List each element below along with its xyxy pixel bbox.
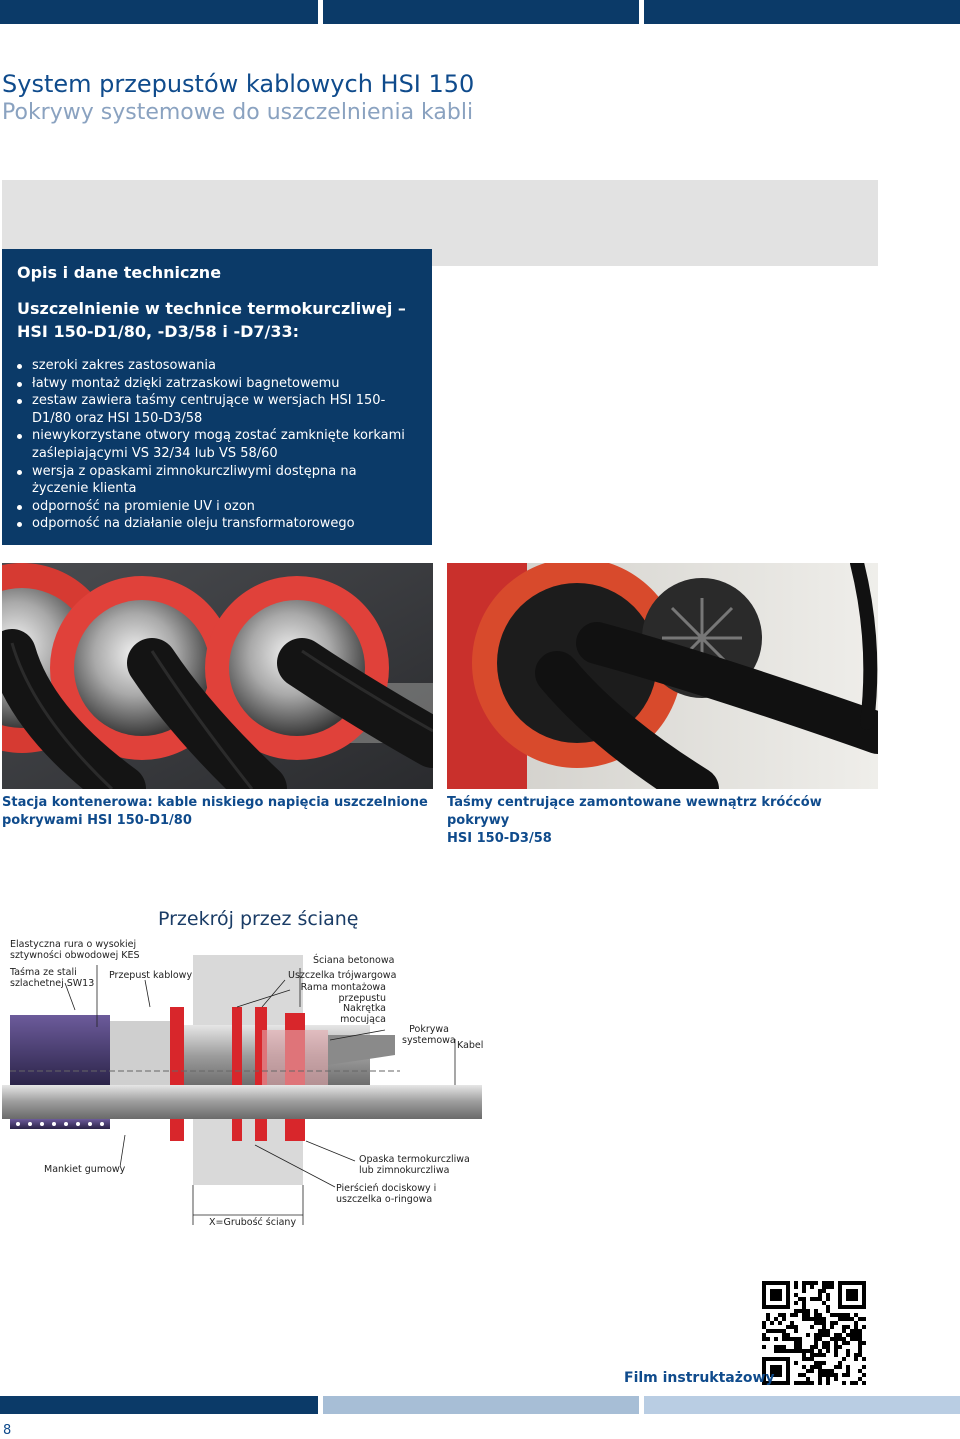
- label-shrink-band: Opaska termokurczliwa lub zimnokurczliwa: [359, 1154, 470, 1176]
- photo-container-centering-tapes: [447, 563, 878, 789]
- page-subtitle: Pokrywy systemowe do uszczelnienia kabli: [2, 100, 474, 125]
- feature-list: szeroki zakres zastosowania łatwy montaż…: [17, 357, 417, 533]
- qr-code[interactable]: [762, 1281, 866, 1385]
- feature-item: wersja z opaskami zimnokurczliwymi dostę…: [17, 463, 417, 498]
- bottom-bar-segment-1: [0, 1396, 318, 1414]
- caption-centering-tapes: Taśmy centrujące zamontowane wewnątrz kr…: [447, 795, 822, 846]
- label-kes-pipe: Elastyczna rura o wysokiej sztywności ob…: [10, 939, 140, 961]
- label-fixing-nut: Nakrętka mocująca: [340, 1003, 386, 1025]
- photo-container-station: [2, 563, 433, 789]
- label-concrete-wall: Ściana betonowa: [313, 955, 395, 966]
- bottom-bar-segment-2: [323, 1396, 639, 1414]
- qr-code-graphic: [762, 1281, 866, 1385]
- label-rubber-sleeve: Mankiet gumowy: [44, 1164, 126, 1175]
- top-bar-segment-3: [644, 0, 960, 24]
- label-system-cover: Pokrywa systemowa: [402, 1024, 456, 1046]
- feature-item: niewykorzystane otwory mogą zostać zamkn…: [17, 427, 417, 462]
- video-link[interactable]: Film instruktażowy: [624, 1370, 775, 1386]
- feature-item: odporność na działanie oleju transformat…: [17, 515, 417, 533]
- label-cable: Kabel: [457, 1040, 484, 1051]
- top-bar-segment-2: [323, 0, 639, 24]
- caption-station: Stacja kontenerowa: kable niskiego napię…: [2, 795, 428, 828]
- label-cable-entry: Przepust kablowy: [109, 970, 193, 981]
- feature-item: zestaw zawiera taśmy centrujące w wersja…: [17, 392, 417, 427]
- page-title: System przepustów kablowych HSI 150: [2, 70, 475, 98]
- label-triple-lip-seal: Uszczelka trójwargowa: [288, 970, 397, 981]
- feature-item: łatwy montaż dzięki zatrzaskowi bagnetow…: [17, 375, 417, 393]
- wall-cross-section-diagram: [2, 955, 482, 1225]
- info-heading: Opis i dane techniczne: [17, 263, 222, 282]
- label-steel-band: Taśma ze stali szlachetnej SW13: [10, 967, 95, 989]
- info-box: Opis i dane techniczne Uszczelnienie w t…: [2, 249, 432, 545]
- feature-item: odporność na promienie UV i ozon: [17, 498, 417, 516]
- label-pressure-ring: Pierścień dociskowy i uszczelka o-ringow…: [336, 1183, 437, 1205]
- diagram-title: Przekrój przez ścianę: [158, 908, 359, 930]
- label-mounting-frame: Rama montażowa przepustu: [300, 982, 386, 1004]
- top-bar-segment-1: [0, 0, 318, 24]
- feature-item: szeroki zakres zastosowania: [17, 357, 417, 375]
- bottom-bar-segment-3: [644, 1396, 960, 1414]
- label-wall-thickness: X=Grubość ściany: [209, 1217, 297, 1228]
- page-number: 8: [3, 1423, 12, 1438]
- info-subheading: Uszczelnienie w technice termokurczliwej…: [17, 299, 406, 341]
